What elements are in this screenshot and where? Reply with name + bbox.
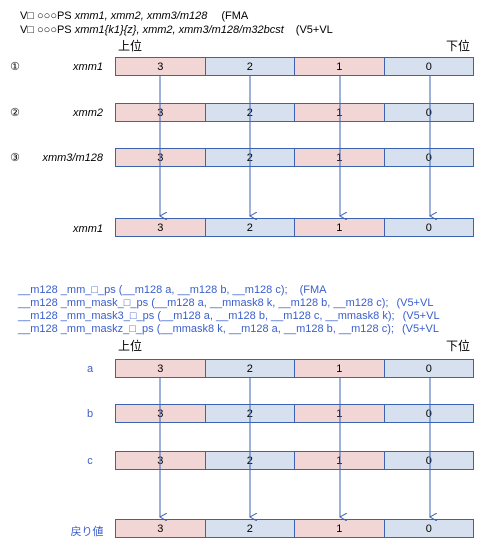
cell: 3 — [116, 520, 206, 537]
cell: 0 — [384, 58, 473, 75]
row-label: c — [87, 455, 93, 467]
cell: 0 — [384, 360, 473, 377]
top-lower-label: 下位 — [446, 39, 471, 53]
intrinsic-tag: (V5+VL — [401, 323, 439, 335]
row-marker: ① — [10, 61, 20, 73]
header-line-1: V□ ○○○PS xmm1, xmm2, xmm3/m128 (FMA — [20, 10, 248, 23]
top-upper-label: 上位 — [118, 39, 143, 53]
register-row: 3 2 1 0 — [115, 519, 474, 538]
register-row: 3 2 1 0 — [115, 148, 474, 167]
row-label: xmm1 — [73, 223, 103, 235]
bottom-upper-label: 上位 — [118, 339, 143, 353]
cell: 3 — [116, 360, 206, 377]
register-row: 3 2 1 0 — [115, 359, 474, 378]
intrinsic-line-2: __m128 _mm_mask_□_ps (__m128 a, __mmask8… — [18, 297, 433, 310]
header-line-2-prefix: V□ ○○○PS — [20, 24, 75, 36]
intrinsic-text: __m128 _mm_mask_□_ps (__m128 a, __mmask8… — [18, 297, 389, 309]
intrinsic-tag: (FMA — [299, 284, 327, 296]
intrinsic-tag: (V5+VL — [396, 297, 434, 309]
cell: 0 — [384, 520, 473, 537]
intrinsic-text: __m128 _mm_□_ps (__m128 a, __m128 b, __m… — [18, 284, 288, 296]
bottom-arrows — [160, 378, 430, 517]
header-line-1-args: xmm1, xmm2, xmm3/m128 — [74, 10, 208, 22]
header-line-1-tag: (FMA — [221, 10, 249, 22]
cell: 1 — [295, 219, 385, 236]
cell: 0 — [384, 219, 473, 236]
cell: 0 — [384, 149, 473, 166]
row-label: xmm2 — [73, 107, 103, 119]
cell: 1 — [295, 360, 385, 377]
bottom-lower-label: 下位 — [446, 339, 471, 353]
register-row: 3 2 1 0 — [115, 103, 474, 122]
cell: 2 — [205, 360, 295, 377]
intrinsic-text: __m128 _mm_maskz_□_ps (__mmask8 k, __m12… — [18, 323, 394, 335]
row-label: xmm3/m128 — [42, 152, 103, 164]
cell: 2 — [205, 219, 295, 236]
cell: 3 — [116, 58, 206, 75]
header-line-1-prefix: V□ ○○○PS — [20, 10, 75, 22]
header-line-2-tag: (V5+VL — [295, 24, 333, 36]
row-label: b — [86, 408, 94, 420]
row-marker: ② — [10, 107, 20, 119]
cell: 2 — [205, 520, 295, 537]
cell: 2 — [205, 58, 295, 75]
register-row: 3 2 1 0 — [115, 218, 474, 237]
intrinsic-text: __m128 _mm_mask3_□_ps (__m128 a, __m128 … — [18, 310, 395, 322]
cell: 0 — [384, 104, 473, 121]
cell: 3 — [116, 219, 206, 236]
intrinsic-line-3: __m128 _mm_mask3_□_ps (__m128 a, __m128 … — [18, 310, 440, 323]
cell: 1 — [295, 520, 385, 537]
header-line-2: V□ ○○○PS xmm1{k1}{z}, xmm2, xmm3/m128/m3… — [20, 24, 333, 37]
cell: 0 — [384, 405, 473, 422]
register-row: 3 2 1 0 — [115, 57, 474, 76]
cell: 1 — [295, 58, 385, 75]
row-label: 戻り値 — [70, 526, 104, 538]
row-label: xmm1 — [73, 61, 103, 73]
header-line-2-args: xmm1{k1}{z}, xmm2, xmm3/m128/m32bcst — [74, 24, 284, 36]
cell: 0 — [384, 452, 473, 469]
row-label: a — [86, 363, 94, 375]
top-arrows — [160, 76, 430, 216]
row-marker: ③ — [10, 152, 20, 164]
intrinsic-line-4: __m128 _mm_maskz_□_ps (__mmask8 k, __m12… — [18, 323, 439, 336]
intrinsic-line-1: __m128 _mm_□_ps (__m128 a, __m128 b, __m… — [18, 284, 326, 297]
intrinsic-tag: (V5+VL — [402, 310, 440, 322]
